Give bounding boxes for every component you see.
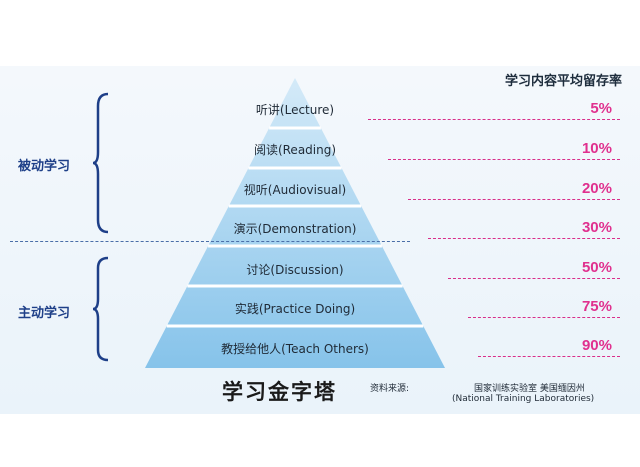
group-active: 主动学习: [18, 306, 71, 321]
rate-leader-line: [428, 238, 620, 239]
passive-brace: [92, 92, 109, 234]
rate-row-demonstration: 30%: [368, 219, 620, 239]
group-passive: 被动学习: [18, 159, 71, 174]
rate-row-teach: 90%: [368, 337, 620, 357]
rate-value-discussion: 50%: [581, 259, 612, 276]
rate-row-reading: 10%: [368, 140, 620, 160]
rate-row-practice: 75%: [368, 298, 620, 318]
layer-label-discussion: 讨论(Discussion): [246, 263, 344, 277]
rate-leader-line: [478, 356, 620, 357]
source-label: 资料来源:: [370, 384, 410, 394]
rate-value-lecture: 5%: [590, 100, 612, 117]
rate-leader-line: [448, 278, 620, 279]
rate-row-audiovisual: 20%: [368, 180, 620, 200]
layer-label-reading: 阅读(Reading): [253, 143, 337, 157]
rate-header: 学习内容平均留存率: [504, 74, 622, 89]
active-brace: [92, 256, 109, 362]
layer-label-lecture: 听讲(Lecture): [255, 103, 335, 117]
rate-leader-line: [388, 159, 620, 160]
layer-label-demonstration: 演示(Demonstration): [233, 222, 357, 236]
rate-leader-line: [368, 119, 620, 120]
rate-row-lecture: 5%: [368, 100, 620, 120]
layer-label-audiovisual: 视听(Audiovisual): [243, 183, 347, 197]
rate-value-demonstration: 30%: [581, 219, 612, 236]
rate-leader-line: [468, 317, 620, 318]
rate-leader-line: [408, 199, 620, 200]
source-org-en: (National Training Laboratories): [452, 394, 595, 404]
rate-row-discussion: 50%: [368, 259, 620, 279]
rate-value-teach: 90%: [581, 337, 612, 354]
rate-value-practice: 75%: [581, 298, 612, 315]
pyramid-title: 学习金字塔: [222, 380, 337, 404]
layer-label-teach: 教授给他人(Teach Others): [221, 342, 369, 356]
source-org-cn: 国家训练实验室 美国缅因州: [474, 384, 585, 394]
rate-value-reading: 10%: [581, 140, 612, 157]
rate-value-audiovisual: 20%: [581, 180, 612, 197]
layer-label-practice: 实践(Practice Doing): [234, 302, 356, 316]
group-divider: [10, 241, 410, 242]
